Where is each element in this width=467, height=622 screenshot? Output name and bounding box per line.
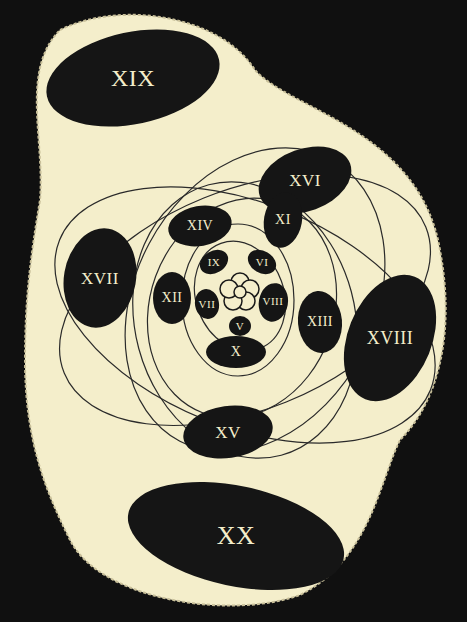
leaf-ellipse bbox=[56, 223, 144, 334]
leaf-number: IX bbox=[208, 257, 221, 268]
leaf-section: V bbox=[227, 313, 253, 339]
leaf-ellipse bbox=[118, 464, 354, 608]
leaf-section: XIII bbox=[287, 289, 353, 355]
leaf-number: XIV bbox=[187, 219, 213, 233]
leaf-outline bbox=[117, 171, 367, 444]
leaf-section: VI bbox=[245, 245, 279, 279]
leaf-number: XII bbox=[162, 291, 183, 305]
leaf-number: V bbox=[236, 321, 244, 332]
leaf-outline bbox=[103, 156, 388, 483]
leaf-section: VIII bbox=[252, 281, 295, 324]
center-petal bbox=[234, 286, 246, 298]
leaf-ellipse bbox=[206, 336, 266, 368]
leaf-number: XX bbox=[217, 523, 256, 549]
leaf-section: XV bbox=[181, 385, 275, 479]
leaf-number: XV bbox=[215, 424, 241, 441]
leaf-ellipse bbox=[255, 280, 290, 323]
leaf-ellipse bbox=[244, 245, 281, 279]
leaf-ellipse bbox=[180, 400, 276, 464]
leaf-ellipse bbox=[295, 289, 344, 355]
leaf-ellipse bbox=[259, 189, 306, 251]
leaf-section: IX bbox=[197, 245, 231, 279]
leaf-section: XI bbox=[253, 190, 313, 250]
leaf-number: VII bbox=[199, 299, 216, 310]
leaf-ellipse bbox=[326, 261, 453, 415]
leaf-ellipse bbox=[37, 15, 228, 142]
leaf-number: XI bbox=[275, 213, 291, 227]
leaf-number: XIII bbox=[307, 315, 333, 329]
leaf-number: XVII bbox=[81, 270, 119, 287]
leaf-ellipse bbox=[165, 201, 235, 252]
leaf-ellipse bbox=[153, 272, 191, 324]
leaf-outline bbox=[23, 125, 467, 475]
leaf-ellipse bbox=[229, 316, 251, 336]
leaf-ellipse bbox=[196, 245, 233, 279]
leaf-section: XIX bbox=[43, 0, 223, 168]
leaf-outline bbox=[18, 136, 467, 494]
leaf-section: XIV bbox=[166, 192, 234, 260]
leaf-ellipse bbox=[193, 287, 222, 321]
leaf-section: XVIII bbox=[322, 270, 458, 406]
leaf-section: VII bbox=[190, 287, 224, 321]
leaf-number: XVI bbox=[289, 172, 321, 189]
leaf-section: XX bbox=[124, 424, 348, 622]
leaf-section: XVII bbox=[48, 226, 152, 330]
leaf-number: X bbox=[231, 345, 242, 359]
leaf-number: XVIII bbox=[367, 329, 413, 347]
leaf-number: VI bbox=[256, 257, 269, 268]
leaf-number: VIII bbox=[263, 296, 284, 307]
leaf-section: X bbox=[204, 320, 268, 384]
leaf-number: XIX bbox=[111, 66, 155, 90]
leaf-section: XII bbox=[144, 270, 200, 326]
